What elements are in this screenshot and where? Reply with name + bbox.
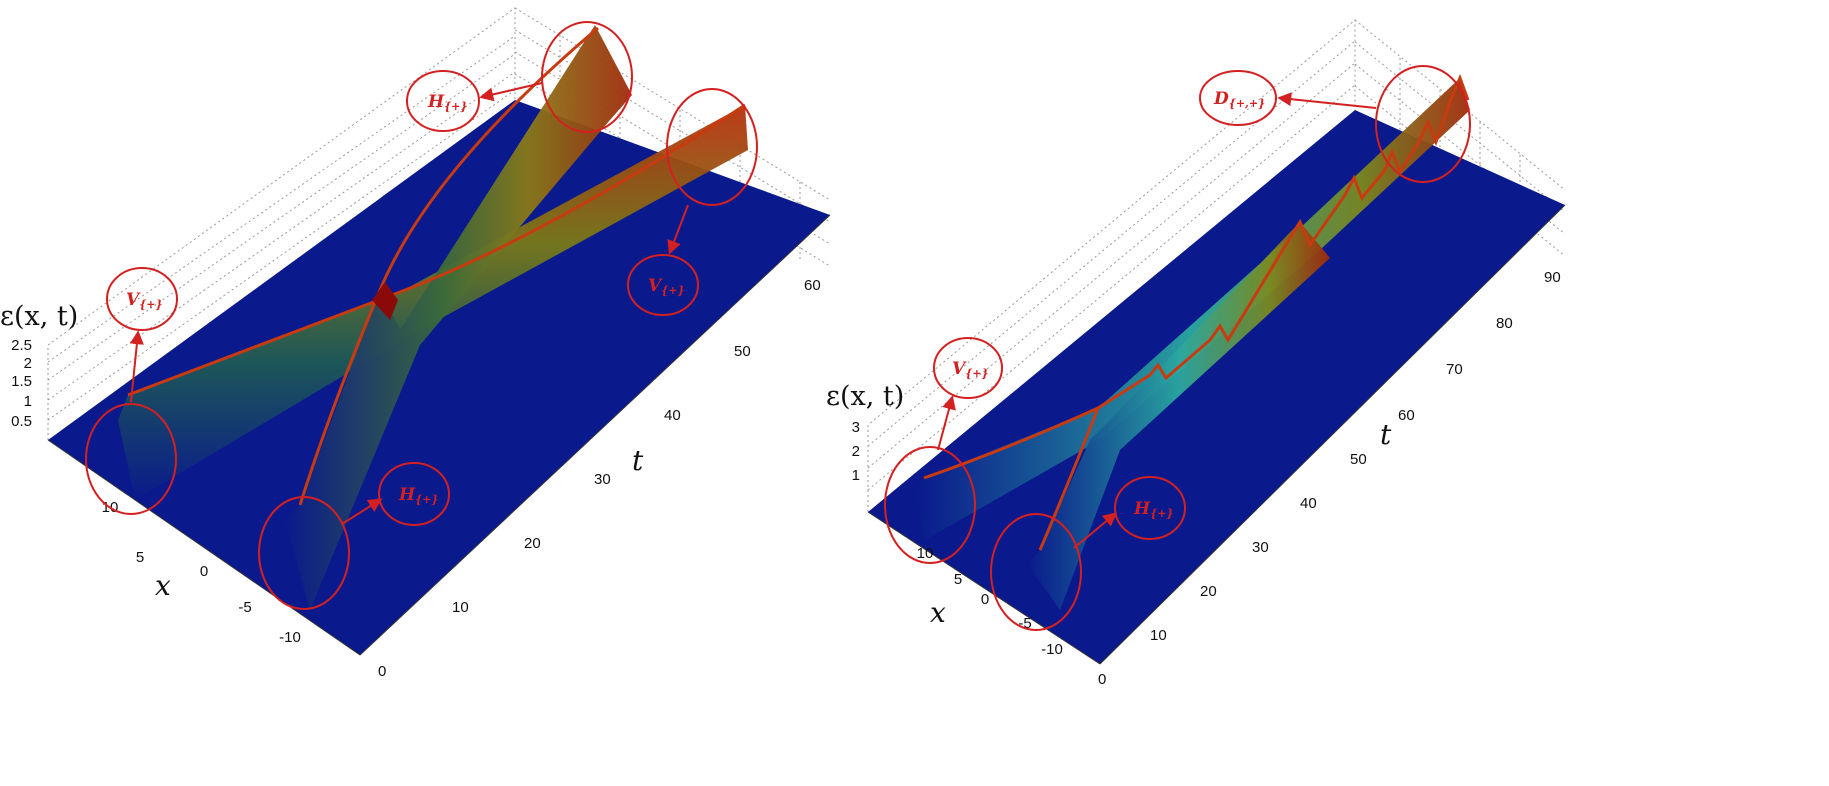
ridge-h-right: [1028, 222, 1330, 610]
ridge-crest-h-right: [1038, 407, 1100, 551]
t-tick: 70: [1446, 361, 1463, 378]
t-axis-title-left: t: [632, 444, 644, 477]
t-tick: 10: [452, 599, 469, 616]
z-tick: 2: [852, 443, 860, 460]
ridge-h-left: [285, 25, 632, 610]
ridge-h-crest-left: [298, 26, 599, 506]
annotations-left: [85, 21, 758, 610]
z-ticks-right: 1 2 3: [852, 419, 860, 484]
t-tick: 30: [1252, 539, 1269, 556]
z-ticks-left: 0.5 1 1.5 2 2.5: [11, 337, 32, 430]
annotation-label: H{+}: [1133, 499, 1173, 520]
surface-floor-right: [868, 110, 1565, 664]
annotation-label: H{+}: [427, 92, 467, 113]
z-tick: 1: [852, 467, 860, 484]
surface-floor-left: [48, 100, 830, 655]
annotation-labels-left: H{+} V{+} V{+} H{+}: [126, 92, 685, 506]
t-tick: 0: [1098, 671, 1106, 688]
t-tick: 60: [1398, 407, 1415, 424]
x-tick: 0: [981, 591, 989, 608]
t-tick: 40: [664, 407, 681, 424]
interaction-peak-left: [372, 282, 398, 320]
x-tick: 10: [917, 545, 934, 562]
t-tick: 10: [1150, 627, 1167, 644]
annotation-label: D{+,+}: [1213, 89, 1265, 110]
annotations-right: [884, 65, 1471, 631]
z-axis-title-left: ε(x, t): [0, 301, 78, 332]
z-tick: 3: [852, 419, 860, 436]
t-ticks-left: 0 10 20 30 40 50 60: [378, 277, 821, 680]
x-tick: 0: [200, 563, 208, 580]
x-tick: -10: [1041, 641, 1063, 658]
t-tick: 80: [1496, 315, 1513, 332]
z-tick: 1: [24, 393, 32, 410]
ridge-v-right: [916, 78, 1470, 540]
t-tick: 50: [734, 343, 751, 360]
t-tick: 50: [1350, 451, 1367, 468]
annotation-labels-right: D{+,+} V{+} H{+}: [952, 89, 1265, 520]
t-tick: 30: [594, 471, 611, 488]
chart-left: 0.5 1 1.5 2 2.5 10 5 0 -5 -10 0 10 20 30…: [0, 7, 831, 680]
z-axis-title-right: ε(x, t): [826, 381, 904, 412]
t-tick: 60: [804, 277, 821, 294]
t-tick: 90: [1544, 269, 1561, 286]
annotation-label: V{+}: [126, 290, 163, 311]
x-tick: -5: [238, 599, 251, 616]
annotation-label: H{+}: [398, 485, 438, 506]
z-tick: 0.5: [11, 413, 32, 430]
t-tick: 20: [524, 535, 541, 552]
z-tick: 2.5: [11, 337, 32, 354]
ridge-v-crest-left: [127, 103, 746, 397]
x-axis-title-left: x: [155, 569, 171, 602]
x-tick: 5: [954, 571, 962, 588]
annotation-label: V{+}: [952, 359, 989, 380]
z-tick: 1.5: [11, 373, 32, 390]
x-tick: -10: [279, 629, 301, 646]
x-ticks-left: 10 5 0 -5 -10: [102, 499, 301, 646]
chart-right: 1 2 3 10 5 0 -5 -10 0 10 20 30 40 50 60 …: [826, 18, 1566, 688]
t-axis-title-right: t: [1380, 418, 1392, 451]
t-tick: 40: [1300, 495, 1317, 512]
t-tick: 20: [1200, 583, 1217, 600]
annotation-label: V{+}: [648, 276, 685, 297]
z-tick: 2: [24, 355, 32, 372]
x-tick: 5: [136, 549, 144, 566]
t-tick: 0: [378, 663, 386, 680]
x-axis-title-right: x: [930, 596, 946, 629]
ridge-crest-right: [923, 73, 1470, 480]
t-ticks-right: 0 10 20 30 40 50 60 70 80 90: [1098, 269, 1561, 688]
